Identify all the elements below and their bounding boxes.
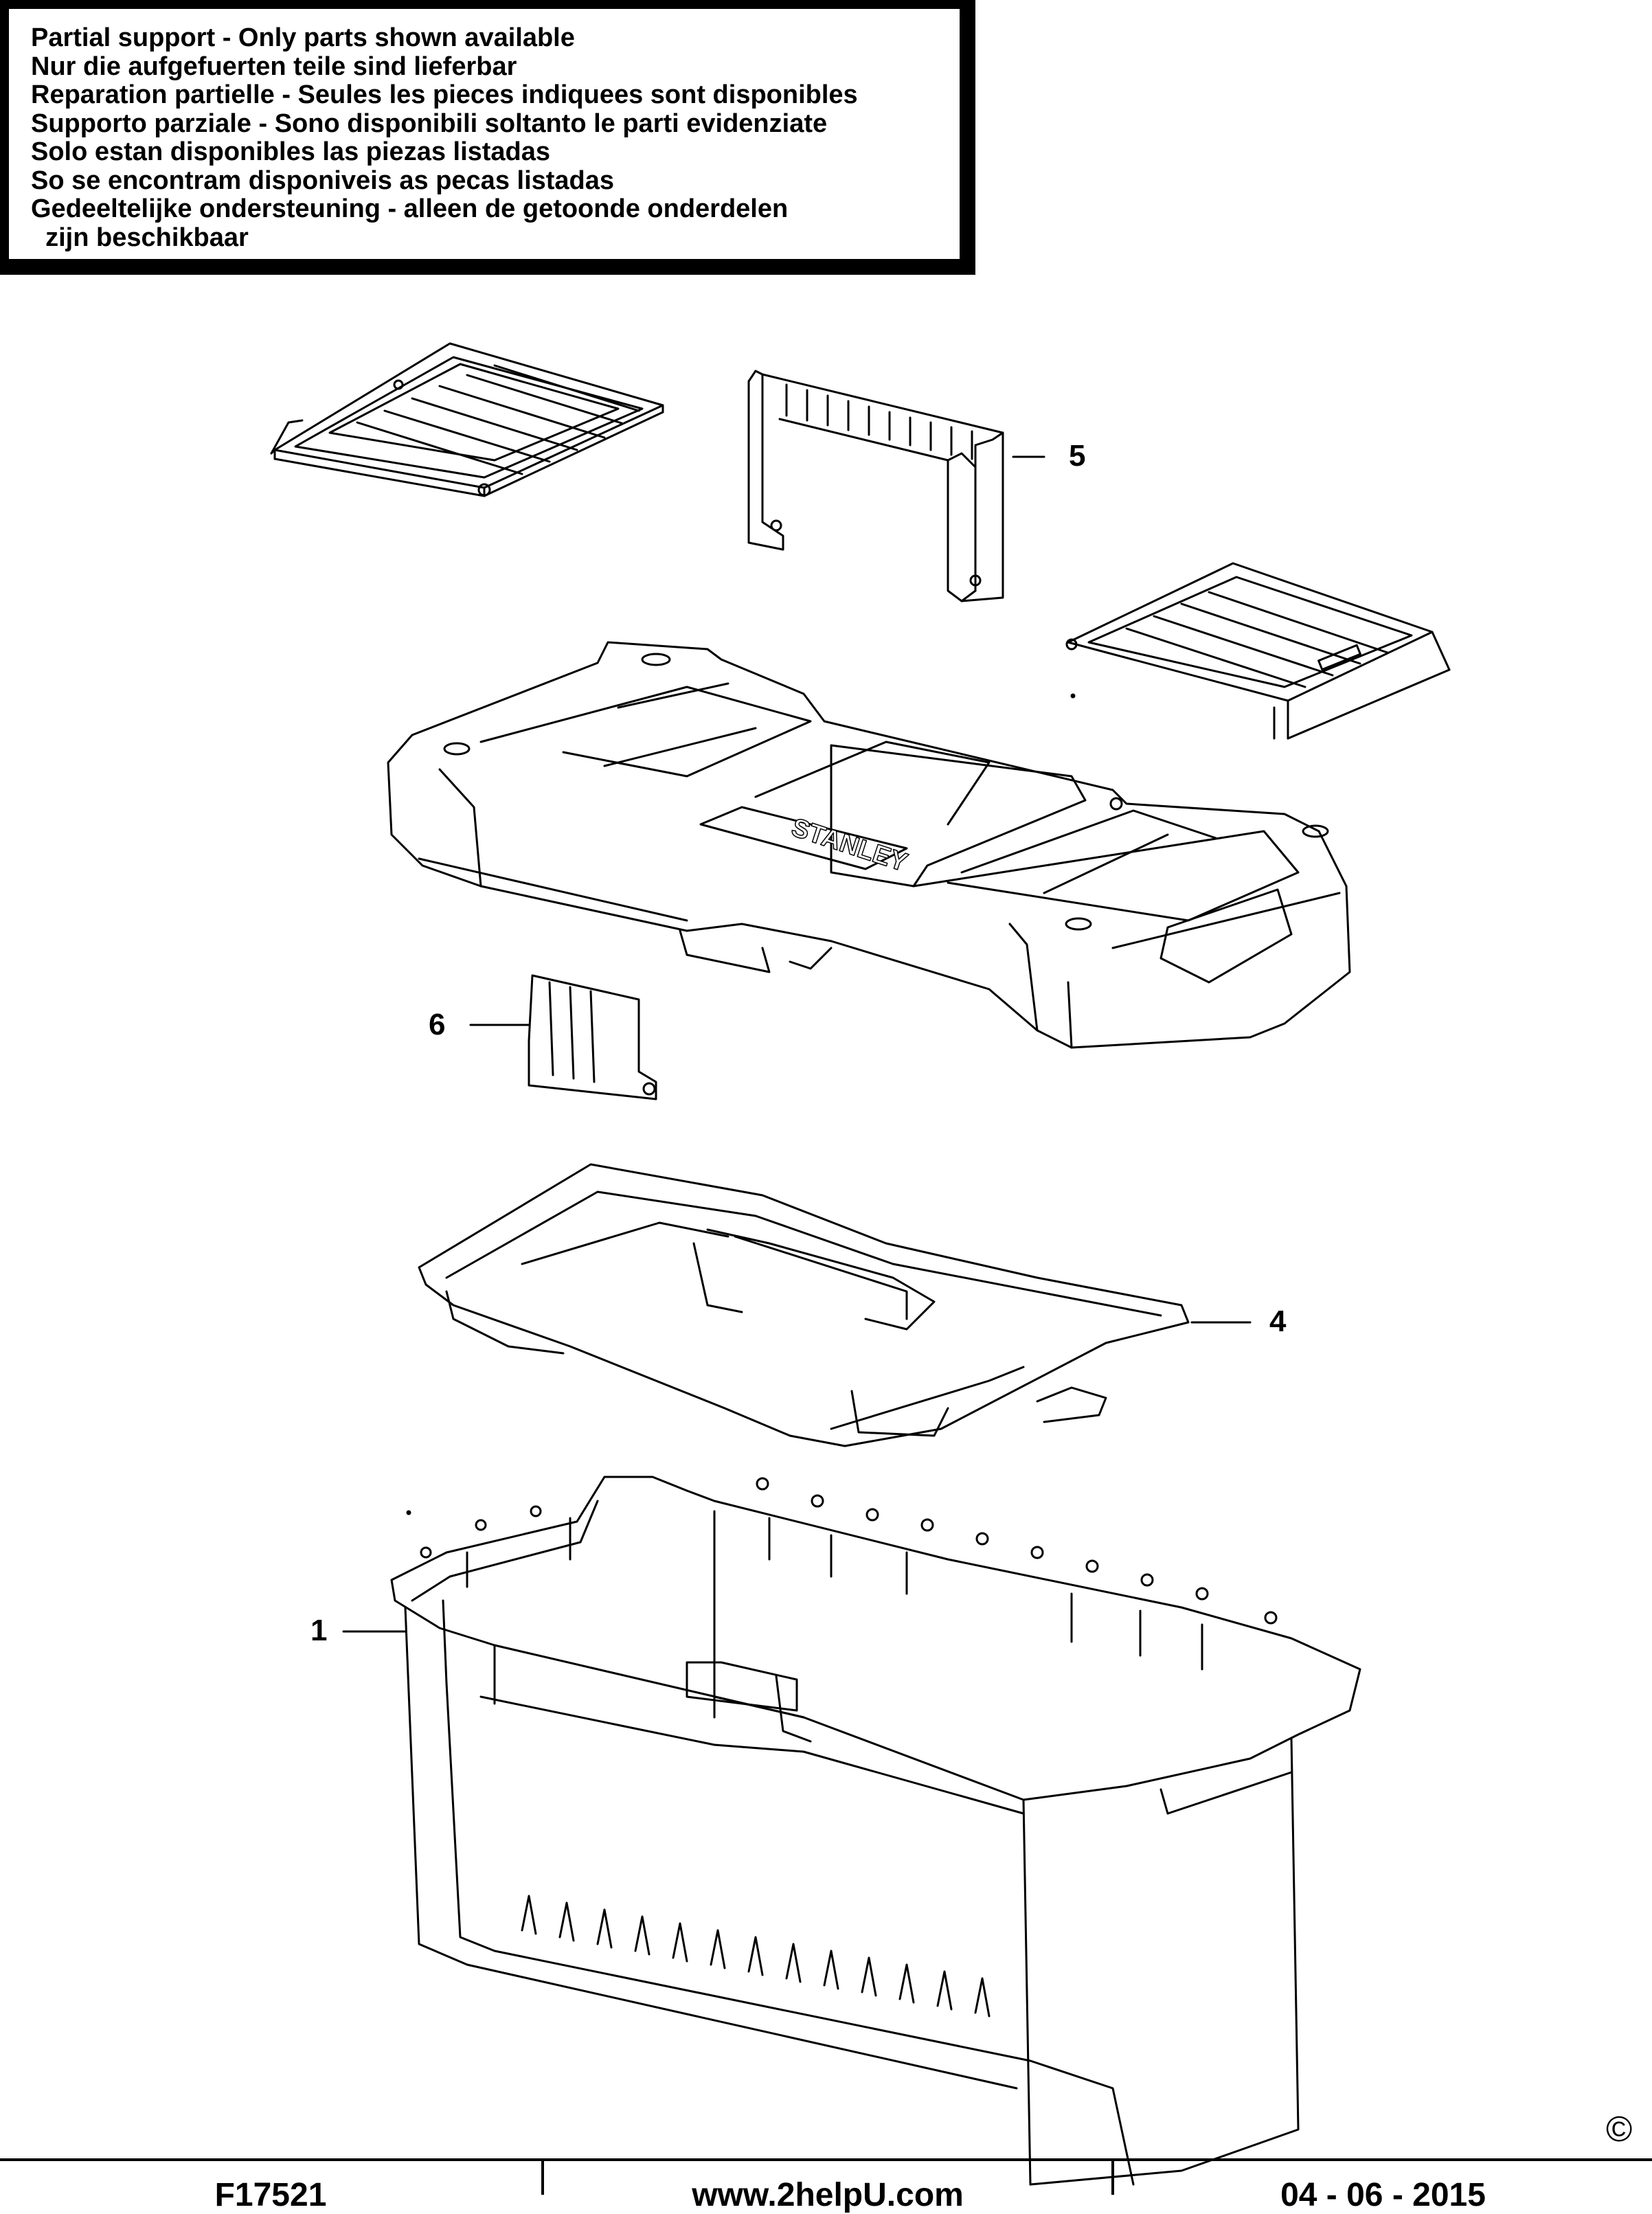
notice-line-pt: So se encontram disponiveis as pecas lis… — [31, 166, 615, 195]
lid-tray-left — [270, 342, 664, 497]
footer-bar: F17521 www.2helpU.com 04 - 06 - 2015 — [0, 2158, 1652, 2213]
lid-tray-right — [1065, 562, 1451, 740]
notice-line-nl-cont: zijn beschikbaar — [31, 223, 249, 252]
tote-tray-part-4 — [418, 1163, 1252, 1447]
callout-4: 4 — [1269, 1304, 1287, 1338]
notice-line-nl: Gedeeltelijke ondersteuning - alleen de … — [31, 194, 789, 223]
footer-date: 04 - 06 - 2015 — [1280, 2177, 1486, 2213]
notice-line-fr: Reparation partielle - Seules les pieces… — [31, 80, 858, 109]
footer-divider — [1111, 2161, 1114, 2195]
notice-line-es: Solo estan disponibles las piezas listad… — [31, 137, 551, 166]
footer-model-number: F17521 — [214, 2177, 327, 2213]
toolbox-base-part-1 — [342, 1476, 1361, 2186]
base-ribs — [521, 1895, 991, 2018]
scan-dot — [406, 1510, 411, 1515]
copyright-symbol: © — [1606, 2110, 1633, 2149]
footer-divider — [541, 2161, 544, 2195]
availability-notice-text: Partial support - Only parts shown avail… — [5, 5, 963, 262]
wall-posts — [466, 1517, 1203, 1671]
footer-website: www.2helpU.com — [692, 2177, 964, 2213]
callout-1: 1 — [310, 1614, 328, 1647]
availability-notice: Partial support - Only parts shown avail… — [0, 0, 975, 275]
rim-studs — [420, 1477, 1278, 1625]
callout-5: 5 — [1069, 439, 1086, 473]
toolbox-lid — [387, 641, 1351, 1049]
handle-part-5 — [747, 370, 1045, 602]
latch-part-6 — [469, 974, 657, 1100]
callout-6: 6 — [429, 1008, 446, 1041]
scan-dot — [1070, 693, 1076, 699]
brand-label: STANLEY — [788, 813, 911, 878]
notice-line-de: Nur die aufgefuerten teile sind lieferba… — [31, 52, 517, 81]
notice-line-it: Supporto parziale - Sono disponibili sol… — [31, 109, 828, 138]
notice-line-en: Partial support - Only parts shown avail… — [31, 23, 575, 52]
